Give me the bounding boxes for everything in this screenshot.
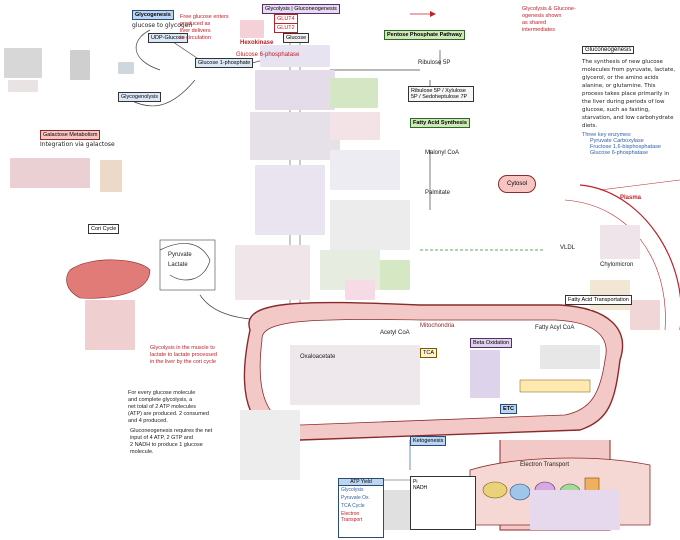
blur-block <box>8 80 38 92</box>
atp-yield-box: ATP Yield Glycolysis Pyruvate Ox. TCA Cy… <box>338 478 384 538</box>
glycolysis-title: Glycolysis | Gluconeogenesis <box>262 4 340 14</box>
vldl-label: VLDL <box>560 245 576 251</box>
blur-block <box>330 200 410 250</box>
legend-box: Pi NADH <box>410 476 476 530</box>
palmitate-label: Palmitate <box>425 190 451 196</box>
plasma-label: Plasma <box>620 195 642 201</box>
tca-box: TCA <box>420 348 437 358</box>
chylomicron-label: Chylomicron <box>600 262 634 268</box>
cori-cycle-title: Cori Cycle <box>88 224 120 234</box>
cytosol-badge: Cytosol <box>498 175 536 193</box>
gluconeogenesis-note-title: Gluconeogenesis <box>582 46 635 54</box>
atp-yield-footer: Electron Transport <box>341 511 363 523</box>
glycogenesis-label: Glycogenesis <box>132 10 174 20</box>
blur-block <box>235 245 310 300</box>
blur-block <box>4 48 42 78</box>
blur-block <box>330 150 400 190</box>
glut2-label: GLUT2 <box>274 23 298 33</box>
legend-nadh: NADH <box>413 485 428 491</box>
blur-block <box>85 300 135 350</box>
gng-cost-note: Gluconeogenesis requires the net input o… <box>130 428 213 455</box>
pyruvate-label: Pyruvate <box>168 252 192 258</box>
atp-yield-row: Glycolysis <box>341 487 364 493</box>
galactose-subtitle: Integration via galactose <box>40 141 115 148</box>
ppp-title: Pentose Phosphate Pathway <box>384 30 465 40</box>
atp-yield-title: ATP Yield <box>339 479 383 486</box>
glucose-box: Glucose <box>283 33 310 43</box>
blur-block <box>255 165 325 235</box>
etc-box: ETC <box>500 404 517 414</box>
oxaloacetate-label: Oxaloacetate <box>300 354 336 360</box>
blur-block <box>10 158 90 188</box>
glucose-1p-box: Glucose 1-phosphate <box>195 58 254 68</box>
blur-block <box>100 160 122 192</box>
top-right-note: Glycolysis & Glucone- ogenesis shown as … <box>522 6 576 33</box>
glycogenesis-subtitle: glucose to glycogen <box>132 22 193 29</box>
fa-transport-box: Fatty Acid Transportation <box>565 295 632 305</box>
blur-block <box>70 50 90 80</box>
blur-block <box>255 70 335 110</box>
ketogenesis-box: Ketogenesis <box>410 436 447 446</box>
galactose-metabolism-label: Galactose Metabolism <box>40 130 101 140</box>
blur-block <box>118 62 134 74</box>
hexokinase-label: Hexokinase <box>240 40 274 46</box>
ribulose-label: Ribulose 5P <box>418 60 451 66</box>
electron-transport-label: Electron Transport <box>520 462 570 468</box>
blur-block <box>345 280 375 300</box>
legend-pi: Pi <box>413 479 418 485</box>
cori-note: Glycolysis in the muscle to lactate to l… <box>150 345 217 365</box>
atp-yield-row: Pyruvate Ox. <box>341 495 370 501</box>
key-enzyme-3: Glucose 6-phosphatase <box>590 150 649 156</box>
key-enzyme-1: Pyruvate Carboxylase <box>590 138 644 144</box>
mitochondria-label: Mitochondria <box>420 323 455 329</box>
fatty-acyl-coa-label: Fatty Acyl CoA <box>535 325 575 331</box>
blur-block <box>470 350 500 398</box>
gluconeogenesis-note: Gluconeogenesis The synthesis of new glu… <box>582 38 678 156</box>
fatty-acid-synthesis-title: Fatty Acid Synthesis <box>410 118 470 128</box>
g6p-label: Glucose 6-phosphatase <box>236 52 300 58</box>
blur-block <box>250 112 340 160</box>
blur-block <box>240 410 300 480</box>
blur-block <box>330 78 378 108</box>
udp-glucose-box: UDP-Glucose <box>148 33 188 43</box>
blur-block <box>530 490 620 530</box>
beta-oxidation-box: Beta Oxidation <box>470 338 513 348</box>
blur-block <box>540 345 600 369</box>
lactate-label: Lactate <box>168 262 188 268</box>
yield-note: For every glucose molecule and complete … <box>128 390 209 424</box>
blur-block <box>240 20 264 38</box>
blur-block <box>380 260 410 290</box>
blur-block <box>330 112 380 140</box>
glycogenolysis-label: Glycogenolysis <box>118 92 161 102</box>
key-enzyme-2: Fructose 1,6-bisphosphatase <box>590 144 661 150</box>
blur-block <box>600 225 640 259</box>
atp-yield-row: TCA Cycle <box>341 503 365 509</box>
glycogen-note: Free glucose enters produced as liver de… <box>180 14 229 41</box>
acetyl-coa-label: Acetyl CoA <box>380 330 410 336</box>
pentose-intermediates-box: Ribulose 5P / Xylulose 5P / Sedoheptulos… <box>408 86 474 102</box>
malonyl-coa-label: Malonyl CoA <box>425 150 460 156</box>
blur-block <box>290 345 420 405</box>
key-enzymes-heading: Three key enzymes: <box>582 132 632 138</box>
gluconeogenesis-note-body: The synthesis of new glucose molecules f… <box>582 59 676 129</box>
blur-block <box>630 300 660 330</box>
blur-block <box>260 45 330 67</box>
